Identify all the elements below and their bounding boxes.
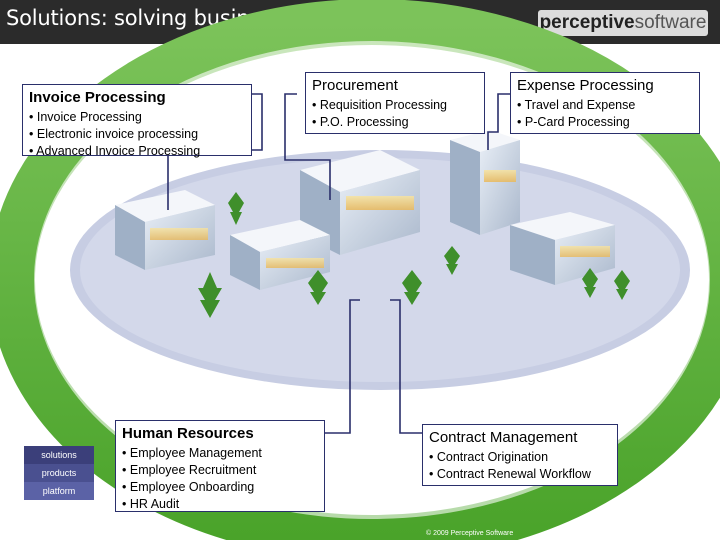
list-item: Invoice Processing bbox=[29, 109, 245, 126]
list-item: Requisition Processing bbox=[312, 97, 478, 114]
tower-building-icon bbox=[450, 130, 520, 235]
procurement-box: Procurement Requisition Processing P.O. … bbox=[305, 72, 485, 134]
expense-title: Expense Processing bbox=[517, 77, 654, 94]
left-building-icon bbox=[115, 190, 215, 270]
list-item: Travel and Expense bbox=[517, 97, 693, 114]
list-item: Advanced Invoice Processing bbox=[29, 143, 245, 160]
list-item: Employee Recruitment bbox=[122, 462, 318, 479]
list-item: P.O. Processing bbox=[312, 114, 478, 131]
contract-title: Contract Management bbox=[429, 429, 578, 446]
contract-management-box: Contract Management Contract Origination… bbox=[422, 424, 618, 486]
hr-title: Human Resources bbox=[122, 425, 254, 442]
stack-platform: platform bbox=[42, 486, 76, 496]
invoice-processing-box: Invoice Processing Invoice Processing El… bbox=[22, 84, 252, 158]
list-item: P-Card Processing bbox=[517, 114, 693, 131]
list-item: HR Audit bbox=[122, 496, 318, 513]
procurement-title: Procurement bbox=[312, 77, 398, 94]
stack-solutions: solutions bbox=[41, 450, 77, 460]
list-item: Contract Renewal Workflow bbox=[429, 466, 611, 483]
list-item: Contract Origination bbox=[429, 449, 611, 466]
list-item: Electronic invoice processing bbox=[29, 126, 245, 143]
invoice-title: Invoice Processing bbox=[29, 89, 166, 106]
expense-processing-box: Expense Processing Travel and Expense P-… bbox=[510, 72, 700, 134]
list-item: Employee Onboarding bbox=[122, 479, 318, 496]
stack-products: products bbox=[41, 468, 77, 478]
human-resources-box: Human Resources Employee Management Empl… bbox=[115, 420, 325, 512]
tree-icons bbox=[198, 192, 630, 318]
list-item: Employee Management bbox=[122, 445, 318, 462]
company-logo: perceptivesoftware bbox=[538, 10, 708, 36]
connector-lines bbox=[167, 93, 510, 434]
copyright-footer: © 2009 Perceptive Software bbox=[426, 530, 514, 537]
right-building-icon bbox=[510, 212, 615, 285]
